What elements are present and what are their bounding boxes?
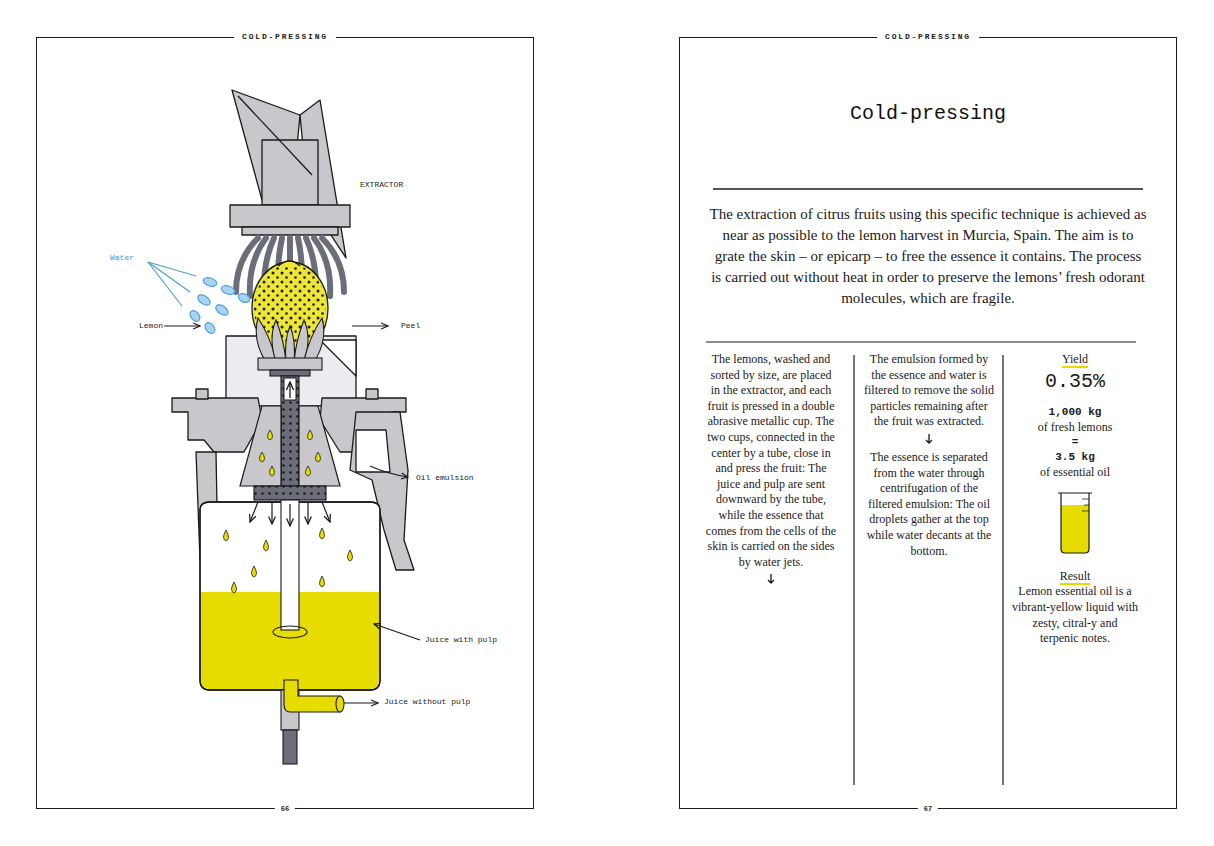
water-jets (148, 262, 251, 335)
intro-paragraph: The extraction of citrus fruits using th… (708, 204, 1148, 309)
page-number: 66 (275, 805, 295, 813)
juice-tank (200, 500, 380, 764)
running-header: COLD-PRESSING (234, 32, 336, 41)
column-text: Yield (1062, 352, 1088, 368)
text-column: Yield 0.35% 1,000 kgof fresh lemons=3.5 kg… (1012, 352, 1138, 647)
cup-petals (256, 318, 324, 376)
text-column: The emulsion formed by the essence and w… (862, 352, 996, 559)
page-title: Cold-pressing (850, 102, 1006, 125)
text-column: The lemons, washed and sorted by size, a… (705, 352, 837, 590)
quantity: = (1072, 435, 1079, 450)
yield-value: 0.35% (1045, 370, 1105, 393)
step-arrow (924, 433, 934, 445)
page-frame: COLD-PRESSING66 (36, 37, 534, 809)
part-label: Juice with pulp (425, 635, 497, 644)
funnel (240, 406, 340, 500)
column-text: of essential oil (1040, 465, 1110, 481)
beaker-icon (1049, 491, 1101, 557)
column-text: The emulsion formed by the essence and w… (862, 352, 996, 430)
column-text: The essence is separated from the water … (862, 450, 996, 559)
page-number: 67 (918, 805, 938, 813)
part-label: Lemon (139, 321, 163, 330)
center-tube (281, 376, 299, 486)
column-text: Result (1060, 569, 1091, 585)
part-label: Water (110, 253, 134, 262)
part-label: Juice without pulp (384, 697, 470, 706)
quantity: 1,000 kg (1049, 405, 1102, 420)
column-text: Lemon essential oil is a vibrant-yellow … (1012, 584, 1138, 646)
part-label: Oil emulsion (416, 473, 474, 482)
running-header: COLD-PRESSING (877, 32, 979, 41)
column-text: of fresh lemons (1038, 420, 1113, 436)
part-label: Peel (401, 321, 420, 330)
step-arrow (766, 573, 776, 585)
extractor (230, 90, 350, 258)
leader-arrows (164, 326, 420, 703)
column-text: The lemons, washed and sorted by size, a… (705, 352, 837, 570)
part-label: EXTRACTOR (360, 180, 403, 189)
quantity: 3.5 kg (1055, 450, 1095, 465)
